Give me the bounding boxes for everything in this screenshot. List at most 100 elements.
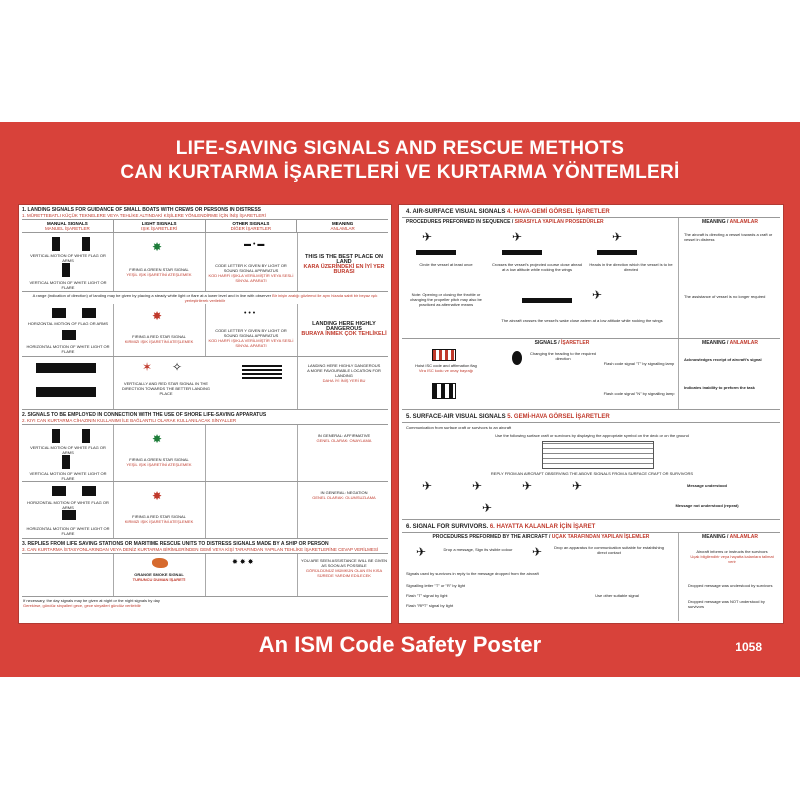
s6-reply-line: Signals used by survivors in reply to th… bbox=[406, 571, 539, 576]
s6-m1: Dropped message was understood by surviv… bbox=[688, 583, 773, 588]
aircraft-heading-icon: ✈ bbox=[612, 230, 623, 244]
s1r1-manual-top: VERTICAL MOTION OF WHITE FLAG OR ARMS bbox=[30, 253, 106, 263]
s4-step2: Crosses the vessel's projected course cl… bbox=[492, 262, 582, 272]
s4-flag1: Hoist ISC code and affirmation flag bbox=[415, 363, 477, 368]
s2r2-light-tr: KIRMIZI IŞIK İŞARETİNİ ATEŞLEMEK bbox=[124, 519, 194, 524]
s5-aircraft-1-icon: ✈ bbox=[422, 479, 433, 493]
s3-smoke-tr: TURUNCU DUMAN İŞARETİ bbox=[132, 577, 186, 582]
s1r2-manual-bottom: HORIZONTAL MOTION OF WHITE LIGHT OR FLAR… bbox=[26, 344, 110, 354]
s1r3-meaning2: A MORE FAVOURABLE LOCATION FOR LANDING bbox=[307, 368, 381, 378]
s5-table-note: Use the following surface craft or survi… bbox=[495, 433, 689, 438]
red-star-left-icon: ✶ bbox=[142, 360, 153, 374]
s1-row-1: VERTICAL MOTION OF WHITE FLAG OR ARMS VE… bbox=[22, 233, 388, 292]
s2-row-1: VERTICAL MOTION OF WHITE FLAG OR ARMS VE… bbox=[22, 424, 388, 482]
s2-person-horizontal-arms-icon bbox=[82, 486, 96, 496]
person-horizontal-light-icon bbox=[62, 330, 76, 340]
range-note: A range (indication of direction) of lan… bbox=[32, 293, 378, 303]
s4-meaning2: The assistance of vessel is no longer re… bbox=[684, 294, 766, 299]
s2r1-manual: VERTICAL MOTION OF WHITE FLAG OR ARMS bbox=[30, 445, 106, 455]
s5-reply: REPLY FROM AN AIRCRAFT OBSERVING THE ABO… bbox=[490, 471, 694, 476]
s6-sig2: Flash "T" signal by light bbox=[406, 593, 448, 598]
ship-icon-4 bbox=[522, 298, 572, 303]
s4-signals: SIGNALS / İŞARETLER MEANING / ANLAMLAR H… bbox=[402, 339, 780, 410]
left-panel: 1. LANDING SIGNALS FOR GUIDANCE OF SMALL… bbox=[18, 204, 392, 624]
s6-m2: Dropped message was NOT understood by su… bbox=[688, 599, 765, 609]
s2r2-meaning-tr: GENEL OLARAK: OLUMSUZLAMA bbox=[312, 495, 376, 500]
s5-aircraft-4-icon: ✈ bbox=[572, 479, 583, 493]
s1r3-meaning-tr: DAHA İYİ İNİŞ YERİ BU bbox=[322, 378, 366, 383]
s4-light2: Flash code signal "N" by signalling lamp bbox=[603, 391, 675, 396]
s2r1-meaning: IN GENERAL: AFFIRMATIVE bbox=[317, 433, 371, 438]
s1r2-manual-top: HORIZONTAL MOTION OF FLAG OR ARMS bbox=[27, 321, 109, 326]
section2-title: 2. SIGNALS TO BE EMPLOYED IN CONNECTION … bbox=[22, 412, 267, 418]
s6-meaning-head: MEANING bbox=[702, 534, 726, 540]
s4-meaning1: The aircraft is directing a vessel towar… bbox=[684, 232, 773, 242]
ship-icon-1 bbox=[416, 250, 456, 255]
morse-k-icon: ▬ • ▬ bbox=[244, 241, 265, 248]
s1r2-light: FIRING A RED STAR SIGNAL bbox=[132, 334, 186, 339]
s3-meaning-tr: GÖRÜLDÜNÜZ MÜMKÜN OLAN EN KISA SÜREDE YA… bbox=[305, 568, 383, 578]
s4-meaning-head: MEANING bbox=[702, 219, 726, 225]
ship-icon-3 bbox=[597, 250, 637, 255]
poster-number: 1058 bbox=[735, 640, 762, 654]
section4-title: 4. AIR-SURFACE VISUAL SIGNALS 4. HAVA-GE… bbox=[402, 205, 780, 218]
s2-person-light-icon bbox=[62, 455, 70, 469]
s5-intro: Communication from surface craft or surv… bbox=[406, 425, 512, 430]
s2r2-light: FIRING A RED STAR SIGNAL bbox=[132, 514, 186, 519]
s6-other: Use other suitable signal bbox=[595, 593, 639, 598]
aircraft-cross-icon: ✈ bbox=[512, 230, 523, 244]
s2-person-horizontal-icon bbox=[52, 486, 66, 496]
s6-meaning: Aircraft informs or instructs the surviv… bbox=[696, 549, 768, 554]
person-horizontal-arms-icon bbox=[82, 308, 96, 318]
s4-procedures: PROCEDURES PREFORMED IN SEQUENCE / SIRAS… bbox=[402, 218, 780, 339]
s6-drop1: Drop a message, Sign its visible colour bbox=[443, 547, 513, 552]
right-panel: 4. AIR-SURFACE VISUAL SIGNALS 4. HAVA-GE… bbox=[398, 204, 784, 624]
s4-proc-head: PROCEDURES PREFORMED IN SEQUENCE bbox=[406, 219, 511, 225]
s4-step5: The aircraft crosses the vessel's wake c… bbox=[501, 318, 663, 323]
people-light-sequence-icon bbox=[36, 387, 96, 397]
s1r2-light-tr: KIRMIZI IŞIK İŞARETİNİ ATEŞLEMEK bbox=[124, 339, 194, 344]
person-light-icon bbox=[62, 263, 70, 277]
s4-step4: Note: Opening or closing the throttle or… bbox=[410, 292, 482, 307]
orange-smoke-icon bbox=[152, 558, 168, 568]
s6-sig3: Flash "RPT" signal by light bbox=[406, 603, 454, 608]
s1-row-3: ✶ ✧ VERTICALLY AND RED STAR SIGNAL IN TH… bbox=[22, 357, 388, 410]
s2-row-2: HORIZONTAL MOTION OF WHITE FLAG OR ARMS … bbox=[22, 482, 388, 539]
s2r2-meaning: IN GENERAL: NEGATION bbox=[320, 490, 368, 495]
s2-person-arms-icon bbox=[82, 429, 90, 443]
s4-step3: Heads in the direction which the vessel … bbox=[589, 262, 673, 272]
s1r3-meaning: LANDING HERE HIGHLY DANGEROUS bbox=[307, 363, 381, 368]
s6-apparatus-aircraft-icon: ✈ bbox=[532, 545, 543, 559]
light-code-pattern bbox=[242, 363, 282, 379]
section2-subtitle: 2. KIYI CAN KURTARMA CİHAZININ KULLANIMI… bbox=[22, 418, 237, 423]
white-star-right-icon: ✧ bbox=[172, 360, 183, 374]
s1r2-other-tr: KOD HARFİ IŞIKLA VERİLMİŞTİR VEYA SESLİ … bbox=[208, 338, 294, 348]
red-star-icon: ✸ bbox=[152, 309, 163, 323]
s2-person-flag-icon bbox=[52, 429, 60, 443]
s6-proc-head-tr: UÇAK TARAFINDAN YAPILAN İŞLEMLER bbox=[551, 534, 650, 540]
s4-flag1-tr: Vira ISC kodu ve onay bayrağı bbox=[418, 368, 474, 373]
section3-subtitle: 3. CAN KURTARMA İSTASYONLARINDAN VEYA DE… bbox=[22, 547, 379, 552]
s1r1-manual-bottom: VERTICAL MOTION OF WHITE LIGHT OR FLARE bbox=[29, 280, 107, 290]
s4-flag2: Changing the heading to the required dir… bbox=[529, 351, 597, 361]
s4-light1: Flash code signal "T" by signalling lamp bbox=[603, 361, 675, 366]
s4-signals-head: SIGNALS bbox=[534, 340, 557, 346]
checker-flag-icon bbox=[432, 383, 456, 399]
s2r2-manual-b: HORIZONTAL MOTION OF WHITE LIGHT OR FLAR… bbox=[26, 526, 110, 536]
s4-meaning-head-tr: ANLAMLAR bbox=[729, 219, 758, 225]
s3-smoke: ORANGE SMOKE SIGNAL bbox=[134, 572, 184, 577]
heading-change-icon bbox=[512, 351, 522, 365]
s5-msg2: Message not understood (repeat) bbox=[675, 503, 739, 508]
s1r1-other-tr: KOD HARFİ IŞIKLA VERİLMİŞTİR VEYA SESLİ … bbox=[208, 273, 294, 283]
s1r1-meaning-tr: KARA ÜZERİNDEKİ EN İYİ YER BURASI bbox=[303, 264, 385, 275]
s6-drop-aircraft-icon: ✈ bbox=[416, 545, 427, 559]
s5-symbol-table bbox=[542, 441, 654, 469]
section3-title: 3. REPLIES FROM LIFE SAVING STATIONS OR … bbox=[22, 541, 329, 547]
person-flag-icon bbox=[52, 237, 60, 251]
